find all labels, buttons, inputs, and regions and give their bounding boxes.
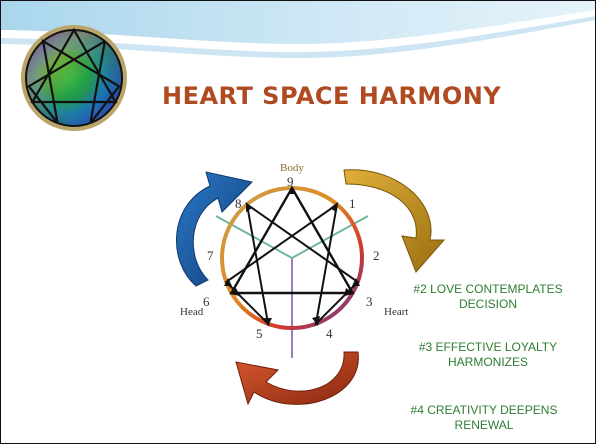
note-3-loyalty: #3 EFFECTIVE LOYALTY HARMONIZES <box>388 340 588 370</box>
head-center-label: Head <box>180 306 204 318</box>
note-line: RENEWAL <box>454 418 514 432</box>
slide-title: HEART SPACE HARMONY <box>162 82 502 110</box>
note-4-creativity: #4 CREATIVITY DEEPENS RENEWAL <box>384 403 584 433</box>
note-2-love: #2 LOVE CONTEMPLATES DECISION <box>388 282 588 312</box>
point-6-label: 6 <box>203 294 210 309</box>
note-line: #4 CREATIVITY DEEPENS <box>410 403 558 417</box>
point-2-label: 2 <box>373 248 380 263</box>
enneagram-logo-icon <box>21 25 127 131</box>
red-curved-arrow-icon <box>235 351 359 406</box>
point-1-label: 1 <box>349 196 356 211</box>
header-band <box>0 0 596 58</box>
enneagram-diagram: Body Head Heart 9 1 2 3 4 5 6 7 8 <box>176 158 408 358</box>
point-5-label: 5 <box>256 326 263 341</box>
note-line: DECISION <box>458 297 517 311</box>
heart-center-label: Heart <box>384 306 409 318</box>
note-line: #3 EFFECTIVE LOYALTY <box>418 340 558 354</box>
point-3-label: 3 <box>366 294 373 309</box>
point-8-label: 8 <box>235 196 242 211</box>
note-line: HARMONIZES <box>447 355 528 369</box>
point-4-label: 4 <box>326 326 333 341</box>
note-line: #2 LOVE CONTEMPLATES <box>413 282 563 296</box>
point-9-label: 9 <box>287 174 294 189</box>
point-7-label: 7 <box>207 248 214 263</box>
body-center-label: Body <box>280 162 304 174</box>
